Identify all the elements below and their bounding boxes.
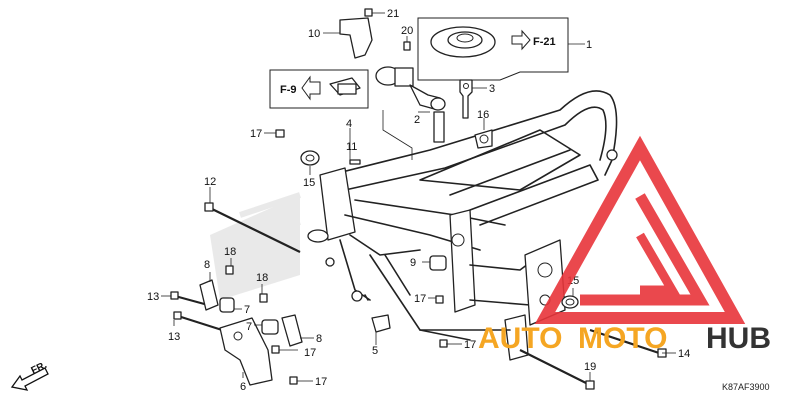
bracket-part-10	[339, 17, 373, 59]
switch-f9	[329, 77, 361, 96]
logo-text-moto: MOTO	[578, 322, 667, 355]
callout-2: 2	[414, 114, 420, 126]
logo-text-hub: HUB	[706, 322, 771, 355]
pin-part-11	[349, 159, 361, 165]
callout-7-lower: 7	[246, 321, 252, 333]
callout-20: 20	[401, 25, 413, 37]
callout-17-c: 17	[464, 339, 476, 351]
nut-part-17-d	[271, 345, 280, 354]
callout-11: 11	[346, 141, 357, 153]
callout-15-upper: 15	[303, 177, 315, 189]
automotohub-logo: AUTO MOTO HUB	[478, 135, 771, 355]
callout-5: 5	[372, 345, 378, 357]
callout-8-left: 8	[204, 259, 210, 271]
diagram-code: K87AF3900	[722, 382, 770, 392]
callout-13-lower: 13	[168, 331, 180, 343]
callout-17-b: 17	[414, 293, 426, 305]
plate-part-8-right	[281, 314, 303, 347]
callout-4: 4	[346, 118, 352, 130]
callout-14: 14	[678, 348, 690, 360]
bolt-part-13-upper	[170, 291, 209, 306]
long-bolt-part-19	[519, 349, 595, 390]
nut-part-17-e	[289, 376, 298, 385]
callout-3: 3	[489, 83, 495, 95]
collar-part-7-upper	[219, 297, 235, 313]
front-arrow-icon: FR.	[10, 360, 49, 391]
bolt-part-21	[364, 8, 373, 17]
bolt-part-18-upper	[225, 265, 234, 275]
callout-9: 9	[410, 257, 416, 269]
callout-16: 16	[477, 109, 489, 121]
bracket-part-5	[371, 314, 391, 333]
callout-19: 19	[584, 361, 596, 373]
callout-17-a: 17	[250, 128, 262, 140]
callout-labels: 1 2 3 4 5 6 7 7 8 8 9 10 11 12 13 13 14 …	[147, 8, 690, 393]
callout-8-right: 8	[316, 333, 322, 345]
ignition-switch-part-2	[375, 66, 446, 143]
ref-box-f21: F-21	[417, 17, 569, 81]
bolt-part-18-lower	[259, 293, 268, 303]
screw-part-20	[403, 41, 411, 51]
fuel-cap-part-1	[430, 26, 496, 58]
collar-part-7-lower	[261, 319, 279, 335]
callout-17-d: 17	[304, 347, 316, 359]
logo-text-auto: AUTO	[478, 322, 562, 355]
callout-1: 1	[586, 39, 592, 51]
plate-part-8-left	[199, 279, 219, 311]
collar-part-9	[429, 255, 447, 271]
grommet-part-15-lower	[561, 295, 579, 309]
callout-18-upper: 18	[224, 246, 236, 258]
bracket-part-6	[219, 317, 273, 386]
frame-body	[307, 90, 618, 361]
ref-f21-label: F-21	[533, 36, 556, 48]
grommet-part-15-upper	[300, 150, 320, 166]
callout-13-upper: 13	[147, 291, 159, 303]
bolt-part-13-lower	[173, 311, 223, 331]
callout-18-lower: 18	[256, 272, 268, 284]
long-bolt-part-12	[204, 202, 301, 253]
callout-17-e: 17	[315, 376, 327, 388]
nut-part-17-a	[275, 129, 285, 138]
callout-21: 21	[387, 8, 399, 20]
nut-part-17-b	[435, 295, 444, 304]
nut-part-17-c	[439, 339, 448, 348]
callout-12: 12	[204, 176, 216, 188]
ref-box-f9: F-9	[269, 69, 369, 109]
clamp-part-16	[474, 129, 493, 149]
callout-7-upper: 7	[244, 304, 250, 316]
callout-6: 6	[240, 381, 246, 393]
callout-10: 10	[308, 28, 320, 40]
key-part-3	[459, 79, 473, 119]
ref-f9-label: F-9	[280, 84, 297, 96]
leader-lines	[161, 12, 676, 382]
